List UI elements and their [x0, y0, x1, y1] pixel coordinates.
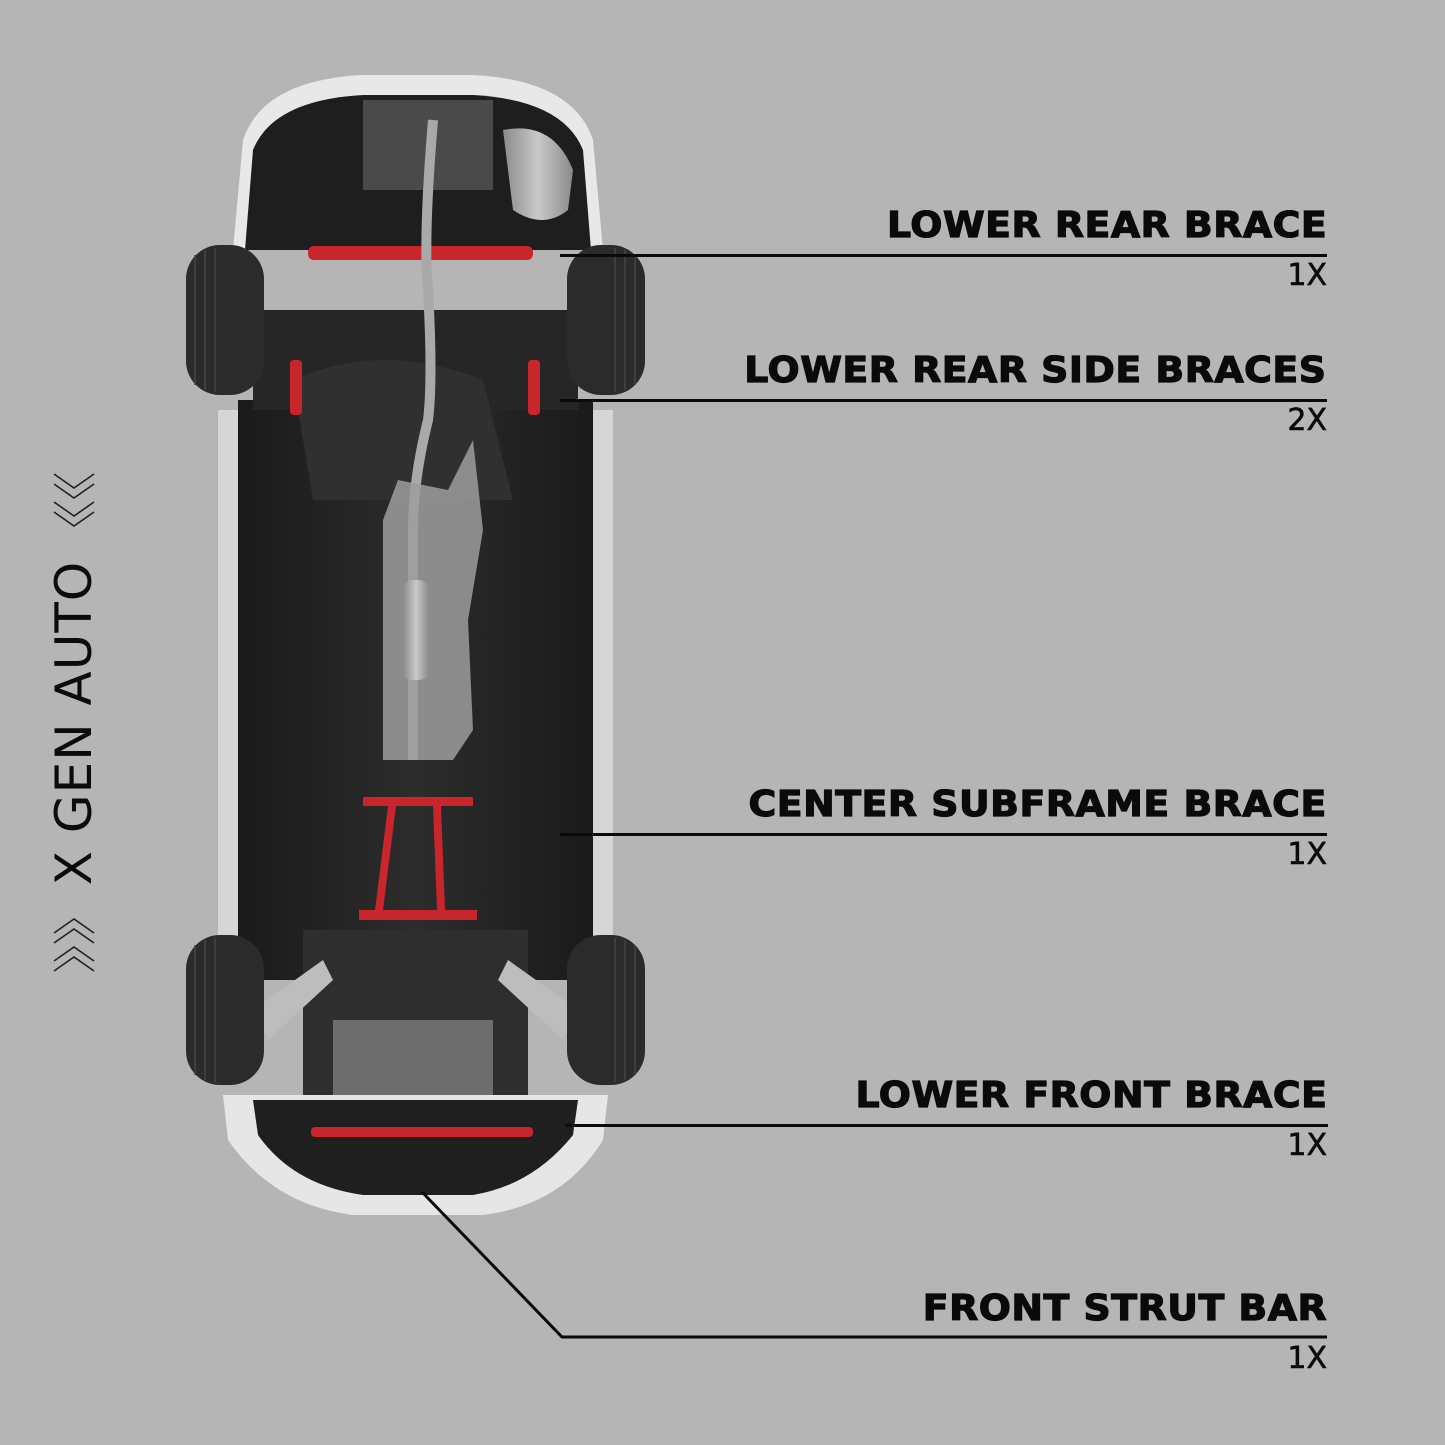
- double-chevron-icon: [53, 473, 95, 527]
- callout-quantity: 1X: [1287, 1341, 1327, 1376]
- leader-line-lower-rear-brace: [560, 254, 1327, 257]
- callout-front-strut-bar: FRONT STRUT BAR 1X: [922, 1288, 1327, 1376]
- double-chevron-icon: [53, 918, 95, 972]
- leader-line-lower-front-brace: [565, 1124, 1328, 1127]
- callout-name: CENTER SUBFRAME BRACE: [748, 784, 1327, 825]
- callout-name: LOWER FRONT BRACE: [854, 1075, 1327, 1116]
- callout-name: FRONT STRUT BAR: [922, 1288, 1327, 1329]
- callout-quantity: 1X: [1287, 258, 1327, 293]
- leader-line-lower-rear-side-braces: [560, 399, 1327, 402]
- callout-name: LOWER REAR BRACE: [886, 205, 1327, 246]
- leader-line-center-subframe-brace: [560, 833, 1327, 836]
- callout-quantity: 1X: [1287, 837, 1327, 872]
- brand-logo: X GEN AUTO: [44, 470, 104, 975]
- callout-lower-rear-brace: LOWER REAR BRACE 1X: [886, 205, 1327, 293]
- car-underbody-image: [186, 75, 645, 1215]
- callout-name: LOWER REAR SIDE BRACES: [744, 350, 1327, 391]
- callout-lower-front-brace: LOWER FRONT BRACE 1X: [854, 1075, 1327, 1163]
- callout-center-subframe-brace: CENTER SUBFRAME BRACE 1X: [748, 784, 1327, 872]
- callout-quantity: 2X: [1287, 403, 1327, 438]
- callout-lower-rear-side-braces: LOWER REAR SIDE BRACES 2X: [744, 350, 1327, 438]
- callout-quantity: 1X: [1287, 1128, 1327, 1163]
